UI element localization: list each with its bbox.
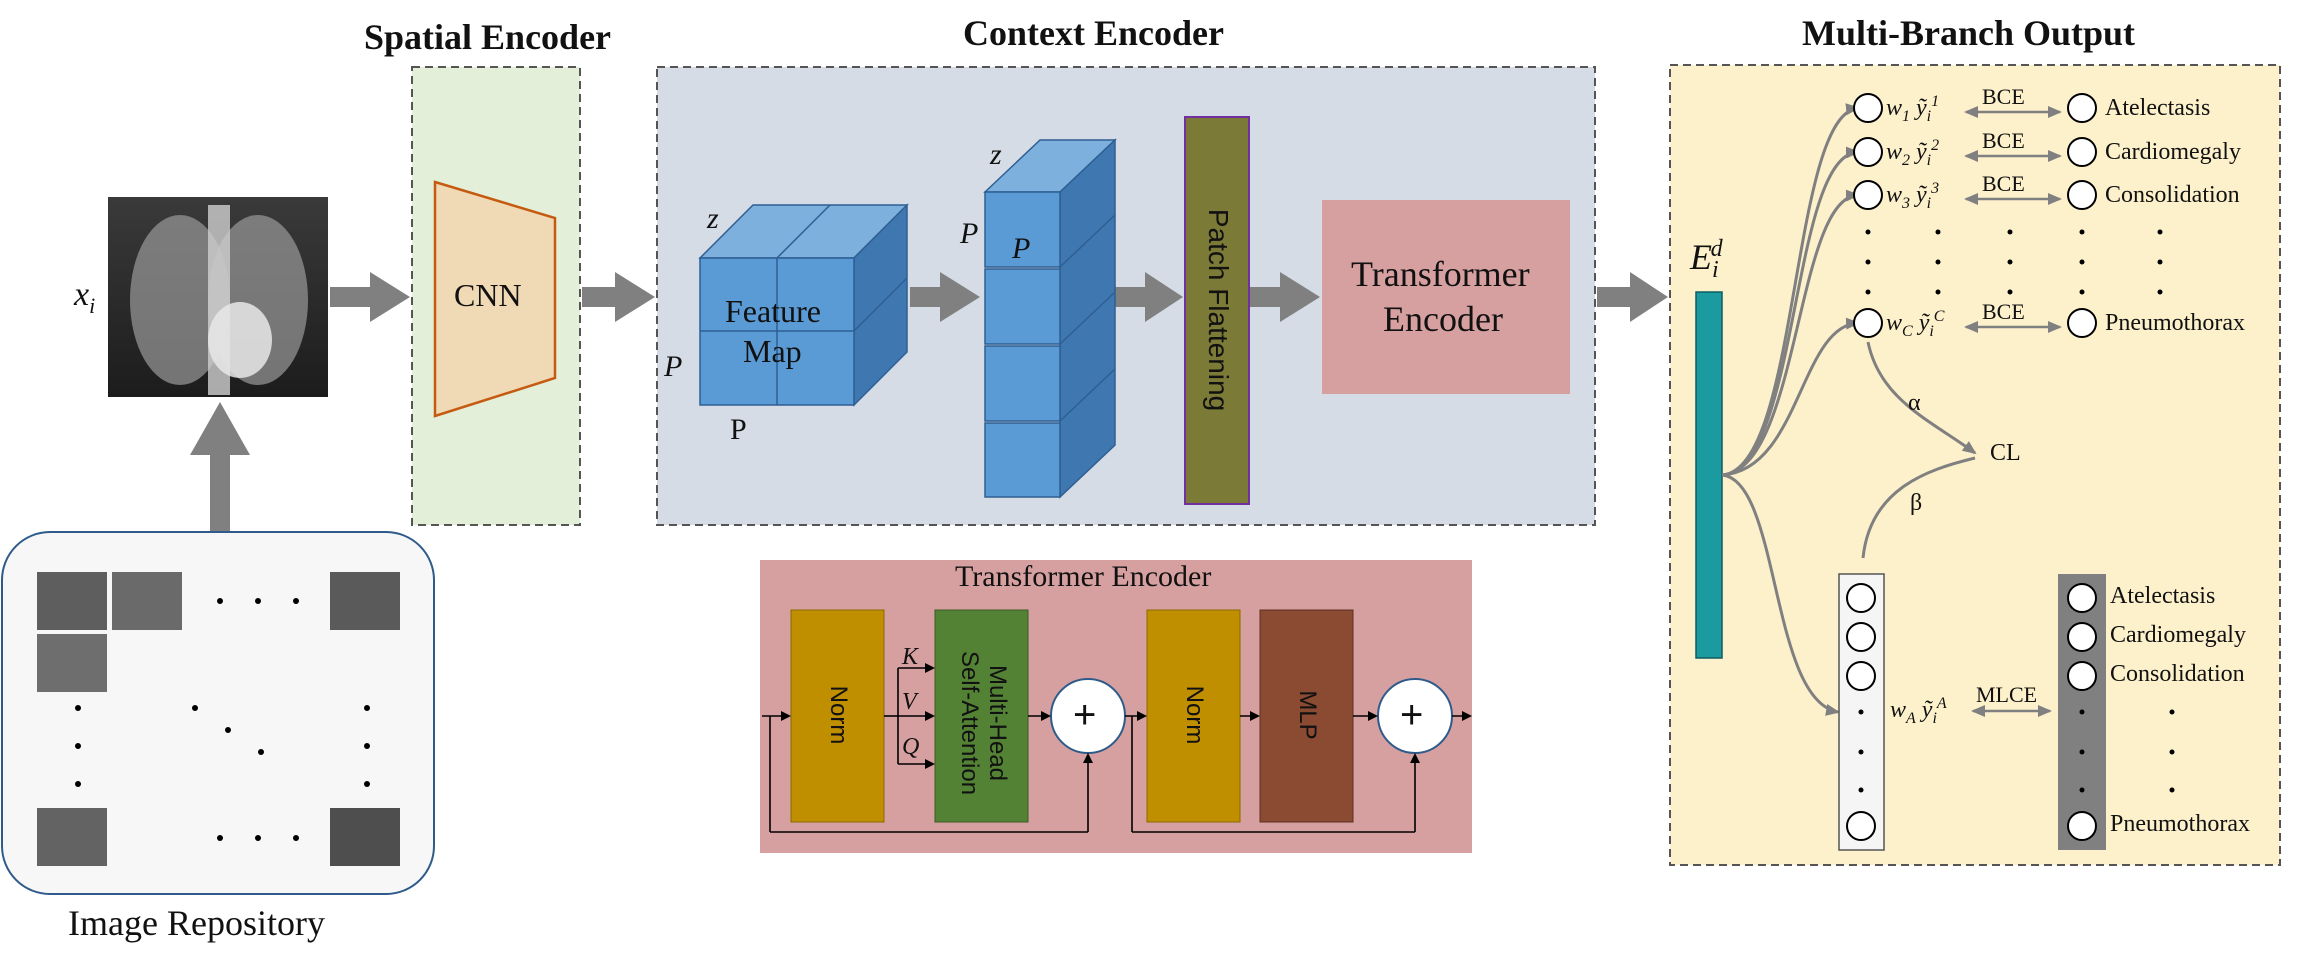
- multibranch-output-title: Multi-Branch Output: [1802, 13, 2136, 53]
- branch-weight: w3 ỹi3: [1886, 180, 1940, 212]
- bce-label: BCE: [1982, 128, 2025, 153]
- norm1-block: [790, 609, 885, 823]
- feature-dim-p-bottom: P: [730, 413, 747, 446]
- norm2-label: Norm: [1181, 685, 1208, 745]
- embedding-bar: [1695, 291, 1723, 659]
- arrow-patches-to-flatten: [1115, 272, 1183, 322]
- spatial-encoder-title: Spatial Encoder: [364, 17, 612, 57]
- arrow-flatten-to-transformer: [1250, 272, 1320, 322]
- aux-nodes: [1846, 583, 1876, 841]
- branch-weight: wC ỹiC: [1886, 308, 1945, 340]
- patch-dim-p-side: P: [960, 217, 979, 250]
- branch-nodes: [1853, 93, 2097, 338]
- feature-map-label-1: Feature: [725, 293, 821, 329]
- feature-dim-p-side: P: [664, 350, 683, 383]
- transformer-detail-title: Transformer Encoder: [955, 560, 1212, 593]
- patch-dim-z: z: [990, 138, 1002, 171]
- v-label: V: [902, 689, 917, 715]
- feature-map-cube: [698, 203, 909, 407]
- branch-dots: [1865, 229, 2163, 295]
- arrow-transformer-to-output: [1597, 272, 1668, 322]
- class-label: Pneumothorax: [2105, 310, 2245, 336]
- input-label: xi: [74, 276, 96, 318]
- feature-map-label-2: Map: [743, 333, 802, 369]
- alpha-label: α: [1908, 390, 1921, 416]
- transformer-detail-connectors: [762, 663, 1472, 833]
- aux-weight: wA ỹiA: [1890, 695, 1947, 727]
- branch-weight: w1 ỹi1: [1886, 93, 1940, 125]
- context-encoder-title: Context Encoder: [963, 13, 1224, 53]
- feature-dim-z: z: [707, 202, 719, 235]
- mlp-label: MLP: [1294, 690, 1321, 740]
- transformer-label-2: Encoder: [1383, 299, 1503, 339]
- class-label: Cardiomegaly: [2105, 139, 2241, 165]
- patch-stack: [983, 138, 1117, 499]
- transformer-label-1: Transformer: [1351, 254, 1530, 294]
- norm1-label: Norm: [825, 685, 852, 745]
- add2-label: +: [1400, 693, 1424, 737]
- attention-label: Multi-Head Self-Attention: [956, 650, 1011, 796]
- bce-arrows: [1964, 106, 2062, 717]
- aux-target-dots: [2079, 709, 2175, 793]
- add1-label: +: [1073, 693, 1097, 737]
- flow-arrows: [190, 272, 1668, 532]
- branch-weight: w2 ỹi2: [1886, 137, 1940, 169]
- arrow-repo-to-image: [190, 402, 250, 532]
- arrow-image-to-cnn: [330, 272, 410, 322]
- mlp-block: [1259, 609, 1354, 823]
- bce-label: BCE: [1982, 299, 2025, 324]
- class-label: Atelectasis: [2105, 95, 2211, 121]
- aux-dots: [1858, 709, 1864, 793]
- q-label: Q: [902, 734, 920, 760]
- arrow-cnn-to-context: [582, 272, 655, 322]
- arrow-featuremap-to-patches: [910, 272, 980, 322]
- attention-block: [934, 609, 1029, 823]
- aux-class-1: Atelectasis: [2110, 583, 2216, 609]
- cnn-label: CNN: [454, 277, 522, 313]
- input-xray-image: [108, 197, 328, 397]
- aux-class-4: Pneumothorax: [2110, 811, 2250, 837]
- bce-label: BCE: [1982, 84, 2025, 109]
- patch-dim-p-front: P: [1012, 232, 1031, 265]
- cl-label: CL: [1990, 440, 2021, 466]
- cnn-block: [433, 180, 557, 418]
- mlce-label: MLCE: [1976, 682, 2038, 707]
- branch-curves: [1721, 103, 1977, 716]
- k-label: K: [902, 644, 919, 670]
- repository-thumbnails: [37, 572, 400, 866]
- beta-label: β: [1910, 490, 1923, 516]
- aux-class-2: Cardiomegaly: [2110, 622, 2246, 648]
- class-label: Consolidation: [2105, 182, 2240, 208]
- aux-target-nodes: [2067, 583, 2097, 841]
- aux-class-3: Consolidation: [2110, 661, 2245, 687]
- bce-label: BCE: [1982, 171, 2025, 196]
- patch-flattening-block: [1184, 116, 1250, 505]
- image-repository-box: [1, 531, 435, 895]
- image-repository-label: Image Repository: [68, 903, 325, 943]
- repository-dots: [75, 598, 370, 841]
- transformer-encoder-block: [1322, 200, 1570, 394]
- embedding-label: Eid: [1690, 236, 1723, 284]
- norm2-block: [1146, 609, 1241, 823]
- patch-flattening-label: Patch Flattening: [1203, 208, 1234, 412]
